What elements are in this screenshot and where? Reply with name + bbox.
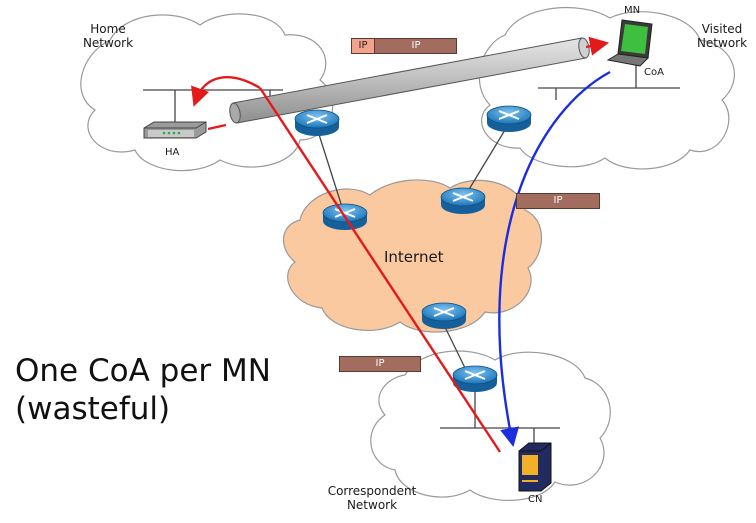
home-agent-icon: [143, 121, 207, 139]
server-icon: [518, 442, 552, 492]
link-internet-correspondent: [443, 324, 468, 373]
link-visited-internet: [464, 124, 509, 197]
router-icon: [452, 365, 498, 392]
outbound-packet: IP: [339, 356, 421, 372]
home-agent-redirect-arrow: [191, 76, 261, 107]
router-icon: [294, 109, 340, 136]
home-agent-label: HA: [165, 147, 180, 158]
home-agent-to-tunnel-stub: [207, 123, 227, 131]
mobile-node-label: MN: [624, 5, 641, 16]
internet-label: Internet: [384, 248, 444, 266]
tunnel-outer-header: IP: [352, 39, 375, 53]
tunnel-exit-arrow: [585, 36, 610, 56]
router-icon: [486, 105, 532, 132]
tunnel-packet: IP IP: [351, 38, 457, 54]
correspondent-node-label: CN: [528, 494, 543, 505]
mn-to-cn-path: [498, 70, 611, 448]
router-icon: [440, 187, 486, 214]
router-icon: [421, 302, 467, 329]
link-home-internet: [315, 124, 344, 211]
tunnel: [229, 37, 590, 124]
slide-caption: One CoA per MN(wasteful): [15, 353, 271, 427]
cn-to-home-path: [258, 87, 502, 453]
tunnel-inner-header: IP: [411, 40, 421, 51]
care-of-address-label: CoA: [644, 67, 664, 78]
return-packet: IP: [516, 193, 600, 209]
laptop-icon: [606, 19, 653, 67]
